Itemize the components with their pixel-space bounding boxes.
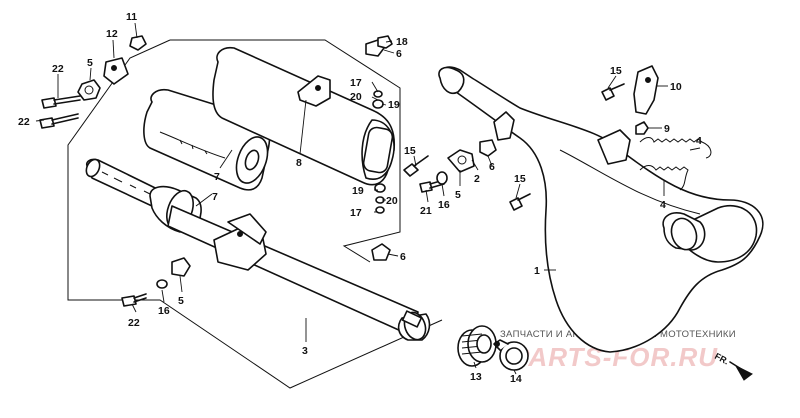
callout-19-top: 19 — [388, 99, 400, 111]
hardware-small — [77, 35, 497, 289]
callout-3: 3 — [302, 345, 308, 357]
callout-15-right: 15 — [610, 65, 622, 77]
callout-18: 18 — [396, 36, 408, 48]
callout-17-mid: 17 — [350, 207, 362, 219]
callout-14: 14 — [510, 373, 522, 385]
callout-5-mid: 5 — [455, 189, 461, 201]
callout-16-bottom: 16 — [158, 305, 170, 317]
tail-pipe — [167, 205, 431, 341]
front-direction-indicator: FR. — [713, 351, 753, 381]
exhaust-springs — [639, 137, 712, 191]
callout-11: 11 — [126, 11, 137, 23]
callout-20-mid: 20 — [386, 195, 398, 207]
bolt-group — [39, 83, 625, 307]
expansion-chamber — [438, 66, 764, 353]
callout-7: 7 — [214, 171, 220, 183]
callout-2: 2 — [474, 173, 480, 185]
callout-4-top: 4 — [696, 135, 702, 147]
callout-labels: 11 12 5 22 22 18 6 17 20 19 8 7 7 3 19 2… — [18, 11, 702, 385]
callout-22-top: 22 — [52, 63, 64, 75]
callout-1: 1 — [534, 265, 540, 277]
leader-lines — [35, 22, 701, 375]
callout-9: 9 — [664, 123, 670, 135]
callout-17-top: 17 — [350, 77, 362, 89]
assembly-outline — [67, 39, 443, 389]
callout-4-bottom: 4 — [660, 199, 666, 211]
callout-22-bottom: 22 — [128, 317, 140, 329]
callout-6-top: 6 — [396, 48, 402, 60]
callout-20-top: 20 — [350, 91, 362, 103]
callout-6-mid: 6 — [400, 251, 406, 263]
callout-21: 21 — [420, 205, 432, 217]
callout-5-bottom: 5 — [178, 295, 184, 307]
muffler-body — [212, 46, 396, 186]
exhaust-clamp — [493, 339, 529, 371]
callout-12: 12 — [106, 28, 118, 40]
callout-13: 13 — [470, 371, 482, 383]
callout-10: 10 — [670, 81, 682, 93]
callout-5-top: 5 — [87, 57, 93, 69]
callout-7-second: 7 — [212, 191, 218, 203]
exhaust-joint — [457, 325, 497, 367]
callout-16-mid: 16 — [438, 199, 450, 211]
callout-15-mid: 15 — [514, 173, 526, 185]
callout-15-left: 15 — [404, 145, 416, 157]
callout-22-left: 22 — [18, 116, 30, 128]
muffler-bracket — [633, 65, 659, 135]
callout-19-mid: 19 — [352, 185, 364, 197]
callout-6-right: 6 — [489, 161, 495, 173]
callout-8: 8 — [296, 157, 302, 169]
